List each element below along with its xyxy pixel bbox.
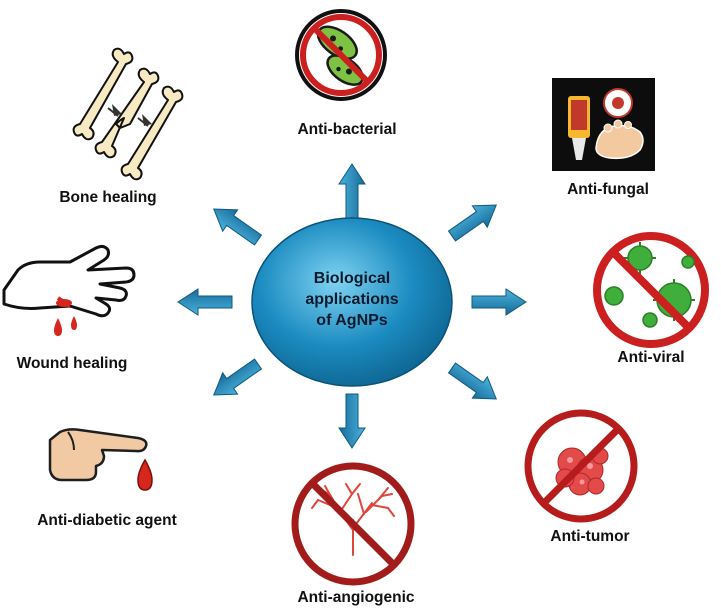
label-anti-fungal: Anti-fungal: [567, 181, 649, 198]
arrow-down-right: [444, 356, 505, 411]
center-node: Biological applications of AgNPs: [251, 217, 453, 387]
arrow-right: [471, 288, 527, 316]
label-wound-healing: Wound healing: [17, 355, 128, 372]
arrow-left: [177, 288, 233, 316]
label-anti-viral: Anti-viral: [617, 349, 684, 366]
finger-blood-drop-icon: [48, 428, 153, 491]
center-title-line2: applications: [305, 291, 398, 308]
center-title-line1: Biological: [314, 270, 390, 287]
arrow-up-right: [444, 193, 505, 248]
label-anti-bacterial: Anti-bacterial: [297, 121, 396, 138]
arrow-down: [338, 393, 366, 449]
blood-vessel-prohibited-icon: [291, 462, 415, 586]
bacteria-prohibited-icon: [295, 9, 387, 101]
arrow-up: [338, 163, 366, 219]
label-anti-angiogenic: Anti-angiogenic: [297, 589, 414, 606]
foot-cream-fungus-icon: [552, 78, 655, 171]
label-anti-diabetic: Anti-diabetic agent: [37, 512, 177, 529]
arrow-down-left: [205, 352, 266, 407]
bleeding-hand-icon: [2, 244, 136, 336]
center-title-line3: of AgNPs: [316, 312, 388, 329]
fractured-bone-icon: [72, 47, 184, 181]
arrow-up-left: [205, 197, 266, 252]
tumor-prohibited-icon: [524, 409, 638, 523]
virus-prohibited-icon: [593, 232, 709, 348]
label-bone-healing: Bone healing: [59, 189, 156, 206]
label-anti-tumor: Anti-tumor: [550, 528, 629, 545]
